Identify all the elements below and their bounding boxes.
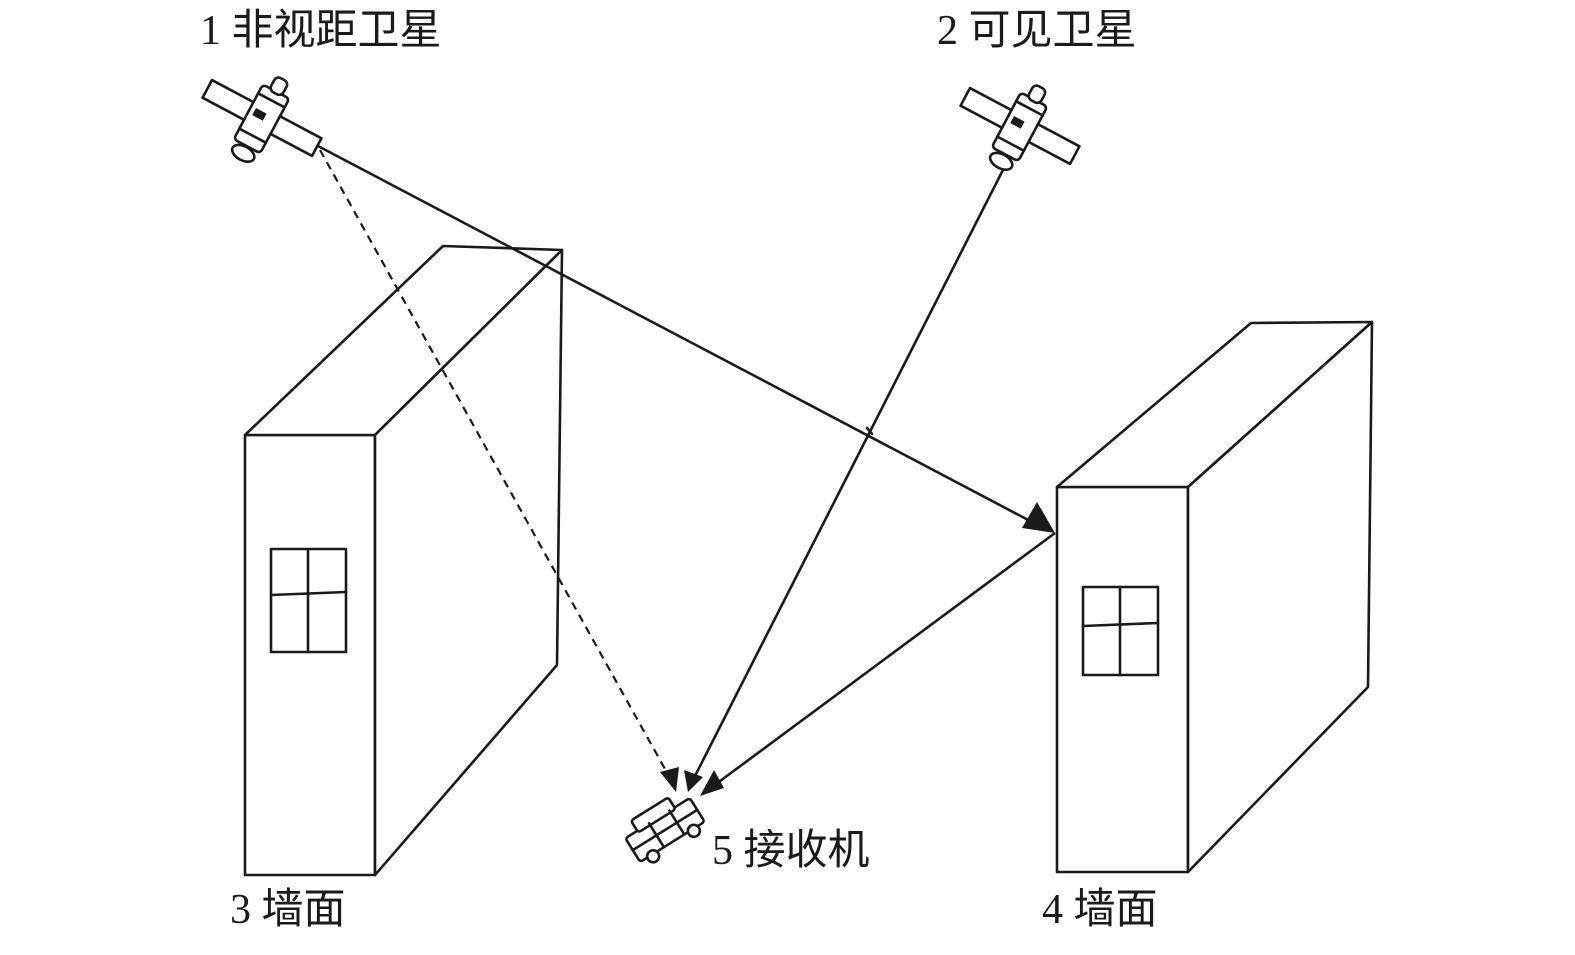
- label-wall-right: 4 墙面: [1042, 887, 1158, 933]
- window-right: [1081, 585, 1160, 677]
- nlos-incident-ray: [317, 144, 1033, 524]
- los-ray: [693, 159, 1010, 777]
- satellite-icon: [201, 76, 323, 163]
- arrowhead-wall: [1022, 502, 1055, 533]
- label-receiver: 5 接收机: [712, 828, 870, 874]
- car-icon: [625, 797, 705, 864]
- blocked-direct-path: [319, 149, 671, 779]
- label-nlos-satellite: 1 非视距卫星: [200, 8, 442, 54]
- arrowhead-los: [684, 770, 703, 792]
- nlos-reflected-ray: [711, 531, 1056, 789]
- building-right: [1055, 320, 1374, 874]
- signal-paths: [317, 144, 1056, 796]
- arrowhead-dashed: [660, 767, 679, 792]
- arrowhead-reflected: [700, 770, 724, 796]
- label-visible-satellite: 2 可见卫星: [937, 8, 1137, 54]
- label-wall-left: 3 墙面: [230, 887, 346, 933]
- window-left: [269, 547, 348, 654]
- satellite-icon: [959, 84, 1081, 171]
- building-left: [243, 244, 564, 877]
